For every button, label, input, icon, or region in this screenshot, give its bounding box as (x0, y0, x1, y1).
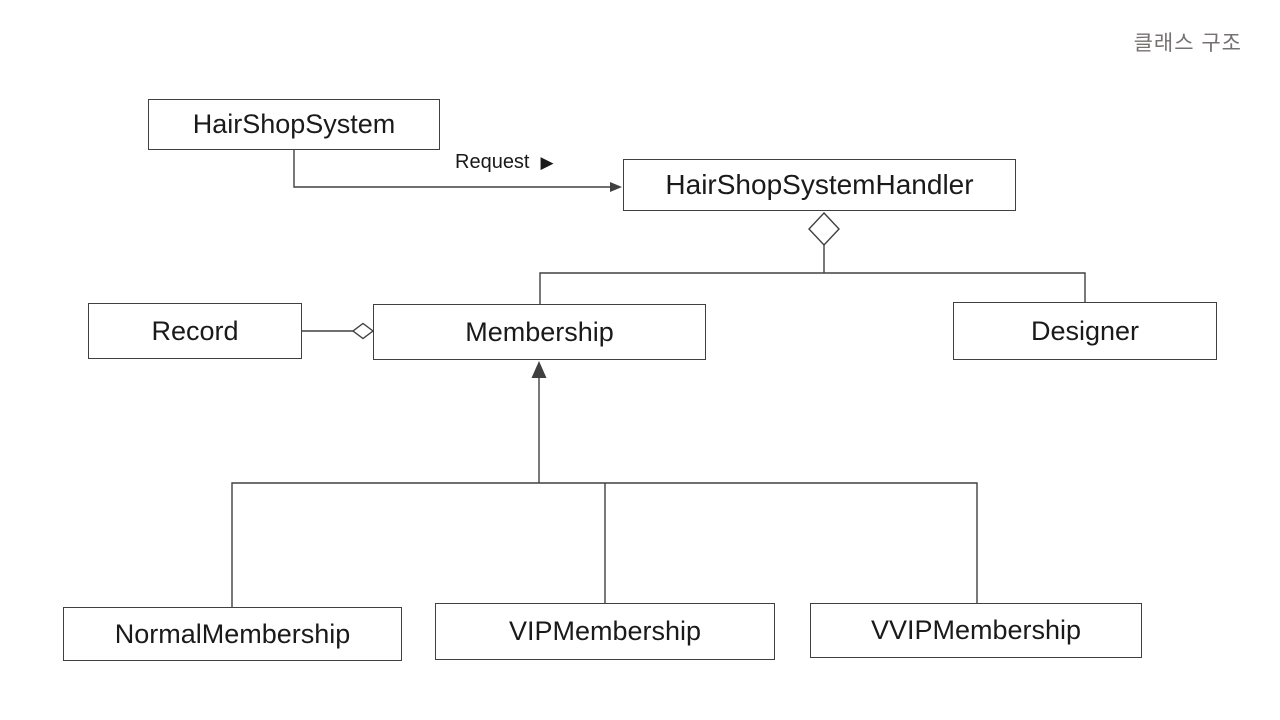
class-box-vipmembership: VIPMembership (435, 603, 775, 660)
request-label-text: Request (455, 151, 530, 173)
record-aggregation-diamond-icon (351, 322, 375, 340)
inheritance-arrowhead-icon (531, 361, 547, 378)
class-label: Designer (1030, 315, 1140, 346)
handler-branch-line (539, 272, 1086, 304)
class-box-normalmembership: NormalMembership (63, 607, 402, 661)
request-direction-icon: ▶ (540, 153, 554, 172)
class-box-membership: Membership (373, 304, 706, 360)
class-box-designer: Designer (953, 302, 1217, 360)
class-label: HairShopSystemHandler (665, 169, 974, 200)
page-title: 클래스 구조 (1133, 32, 1242, 55)
class-label: NormalMembership (114, 618, 351, 649)
handler-aggregation-diamond-icon (808, 211, 840, 247)
class-label: VIPMembership (508, 616, 702, 646)
request-arrowhead-icon (610, 182, 622, 192)
class-box-hairshopsystem: HairShopSystem (148, 99, 440, 150)
class-label: Record (151, 315, 239, 346)
class-box-hairshopsystemhandler: HairShopSystemHandler (623, 159, 1016, 211)
request-edge-label: Request ▶ (455, 151, 554, 174)
class-label: VVIPMembership (870, 615, 1082, 645)
class-box-record: Record (88, 303, 302, 359)
class-label: HairShopSystem (192, 109, 396, 139)
request-connector-line (293, 150, 613, 188)
class-box-vvipmembership: VVIPMembership (810, 603, 1142, 658)
class-label: Membership (465, 316, 614, 347)
